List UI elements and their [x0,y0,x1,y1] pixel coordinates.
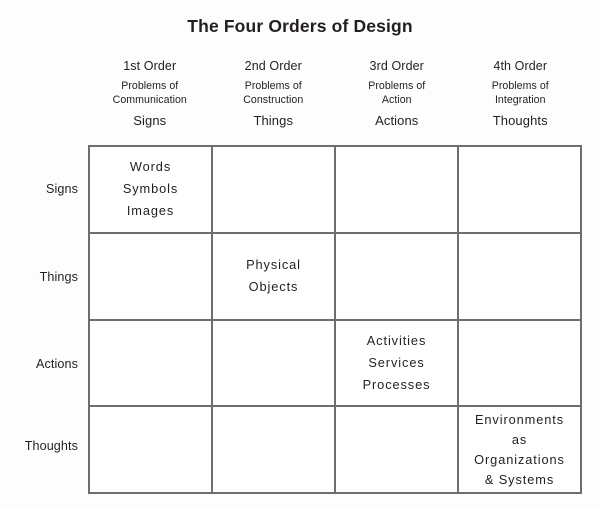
matrix-cell-thoughts-2nd [213,407,336,494]
column-header-2: 2nd Order Problems of Construction Thing… [212,58,336,129]
matrix-cell-things-4th [459,233,582,321]
column-keyword-label-1: Signs [133,113,167,128]
column-header-4: 4th Order Problems of Integration Though… [459,58,583,129]
column-keyword-label-2: Things [253,113,294,128]
column-header-3: 3rd Order Problems of Action Actions [335,58,459,129]
matrix-cell-things-3rd [336,233,459,321]
column-header-row: 1st Order Problems of Communication Sign… [88,58,582,129]
matrix-cell-signs-2nd [213,147,336,234]
matrix-cell-signs-1st: Words Symbols Images [90,147,213,234]
column-order-label-1: 1st Order [123,59,177,73]
matrix-cell-thoughts-1st [90,407,213,494]
matrix-cell-signs-4th [459,147,582,234]
column-problem-label-2: Problems of Construction [243,80,304,106]
column-order-label-4: 4th Order [493,59,548,73]
matrix-cell-actions-1st [90,320,213,408]
matrix-cell-text: Physical Objects [246,257,301,295]
matrix-cell-things-2nd: Physical Objects [213,233,336,321]
matrix-cell-actions-4th [459,320,582,408]
column-header-1: 1st Order Problems of Communication Sign… [88,58,212,129]
matrix-cell-actions-2nd [213,320,336,408]
row-label-signs: Signs [45,182,78,196]
matrix-cell-things-1st [90,233,213,321]
page-title: The Four Orders of Design [187,16,413,36]
matrix-cell-thoughts-4th: Environments as Organizations & Systems [459,407,582,494]
column-keyword-label-3: Actions [375,113,419,128]
matrix-cell-signs-3rd [336,147,459,234]
column-problem-label-3: Problems of Action [368,80,426,106]
matrix-grid: Words Symbols Images Physical Objects Ac… [88,145,582,494]
column-order-label-3: 3rd Order [369,59,424,73]
row-label-things: Things [39,270,78,284]
row-label-actions: Actions [36,357,78,371]
column-order-label-2: 2nd Order [244,59,302,73]
matrix-cell-actions-3rd: Activities Services Processes [336,320,459,408]
matrix-cell-text: Words Symbols Images [122,159,179,219]
column-keyword-label-4: Thoughts [492,113,548,128]
row-label-thoughts: Thoughts [24,439,78,453]
matrix-cell-text: Environments as Organizations & Systems [474,411,565,487]
matrix-cell-text: Activities Services Processes [362,332,431,392]
column-problem-label-1: Problems of Communication [112,80,187,106]
matrix-cell-thoughts-3rd [336,407,459,494]
column-problem-label-4: Problems of Integration [491,80,549,106]
